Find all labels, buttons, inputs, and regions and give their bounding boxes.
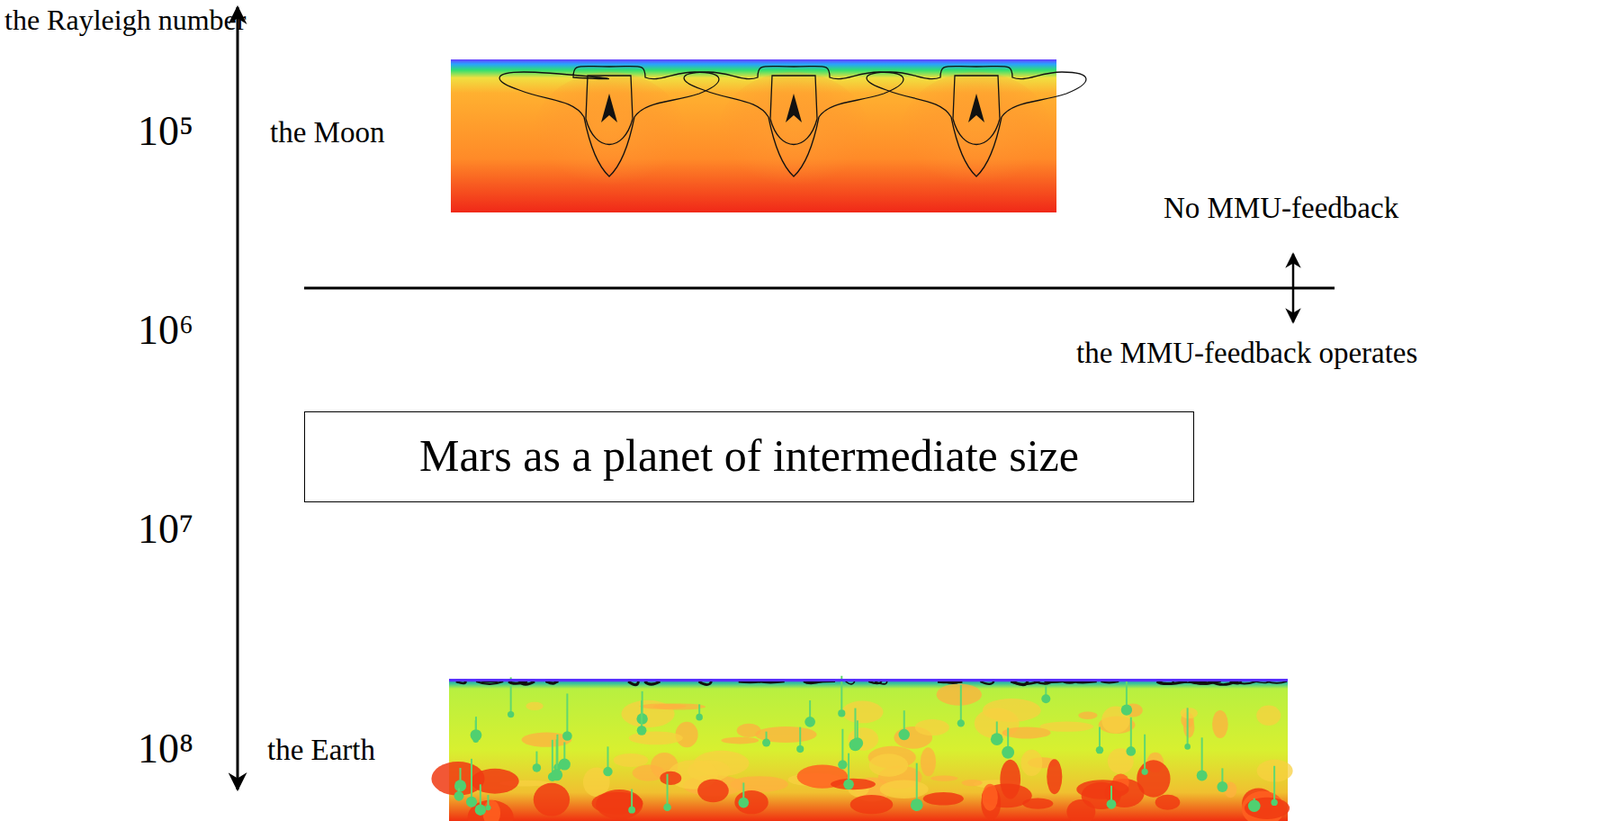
moon-convection-image [450, 59, 1087, 213]
body-name: the Moon [269, 116, 385, 151]
planet-box: Mars as a planet of intermediate size [304, 411, 1195, 503]
plume [499, 66, 720, 198]
rayleigh-tick: 10⁵ [137, 107, 194, 156]
body-name: the Earth [267, 733, 376, 768]
plume [683, 66, 904, 198]
threshold-line [304, 287, 1335, 290]
rayleigh-tick: 10⁸ [137, 725, 194, 774]
regime-label: No MMU-feedback [1163, 191, 1399, 226]
rayleigh-tick: 10⁶ [137, 306, 194, 355]
axis-title: the Rayleigh number [4, 3, 246, 37]
regime-label: the MMU-feedback operates [1076, 336, 1418, 371]
rayleigh-tick: 10⁷ [137, 505, 194, 554]
rayleigh-axis-arrow [236, 7, 240, 790]
box-text: Mars as a planet of intermediate size [305, 430, 1194, 483]
earth-convection-image [431, 675, 1293, 821]
plume [866, 66, 1087, 198]
threshold-double-arrow [1292, 253, 1295, 323]
